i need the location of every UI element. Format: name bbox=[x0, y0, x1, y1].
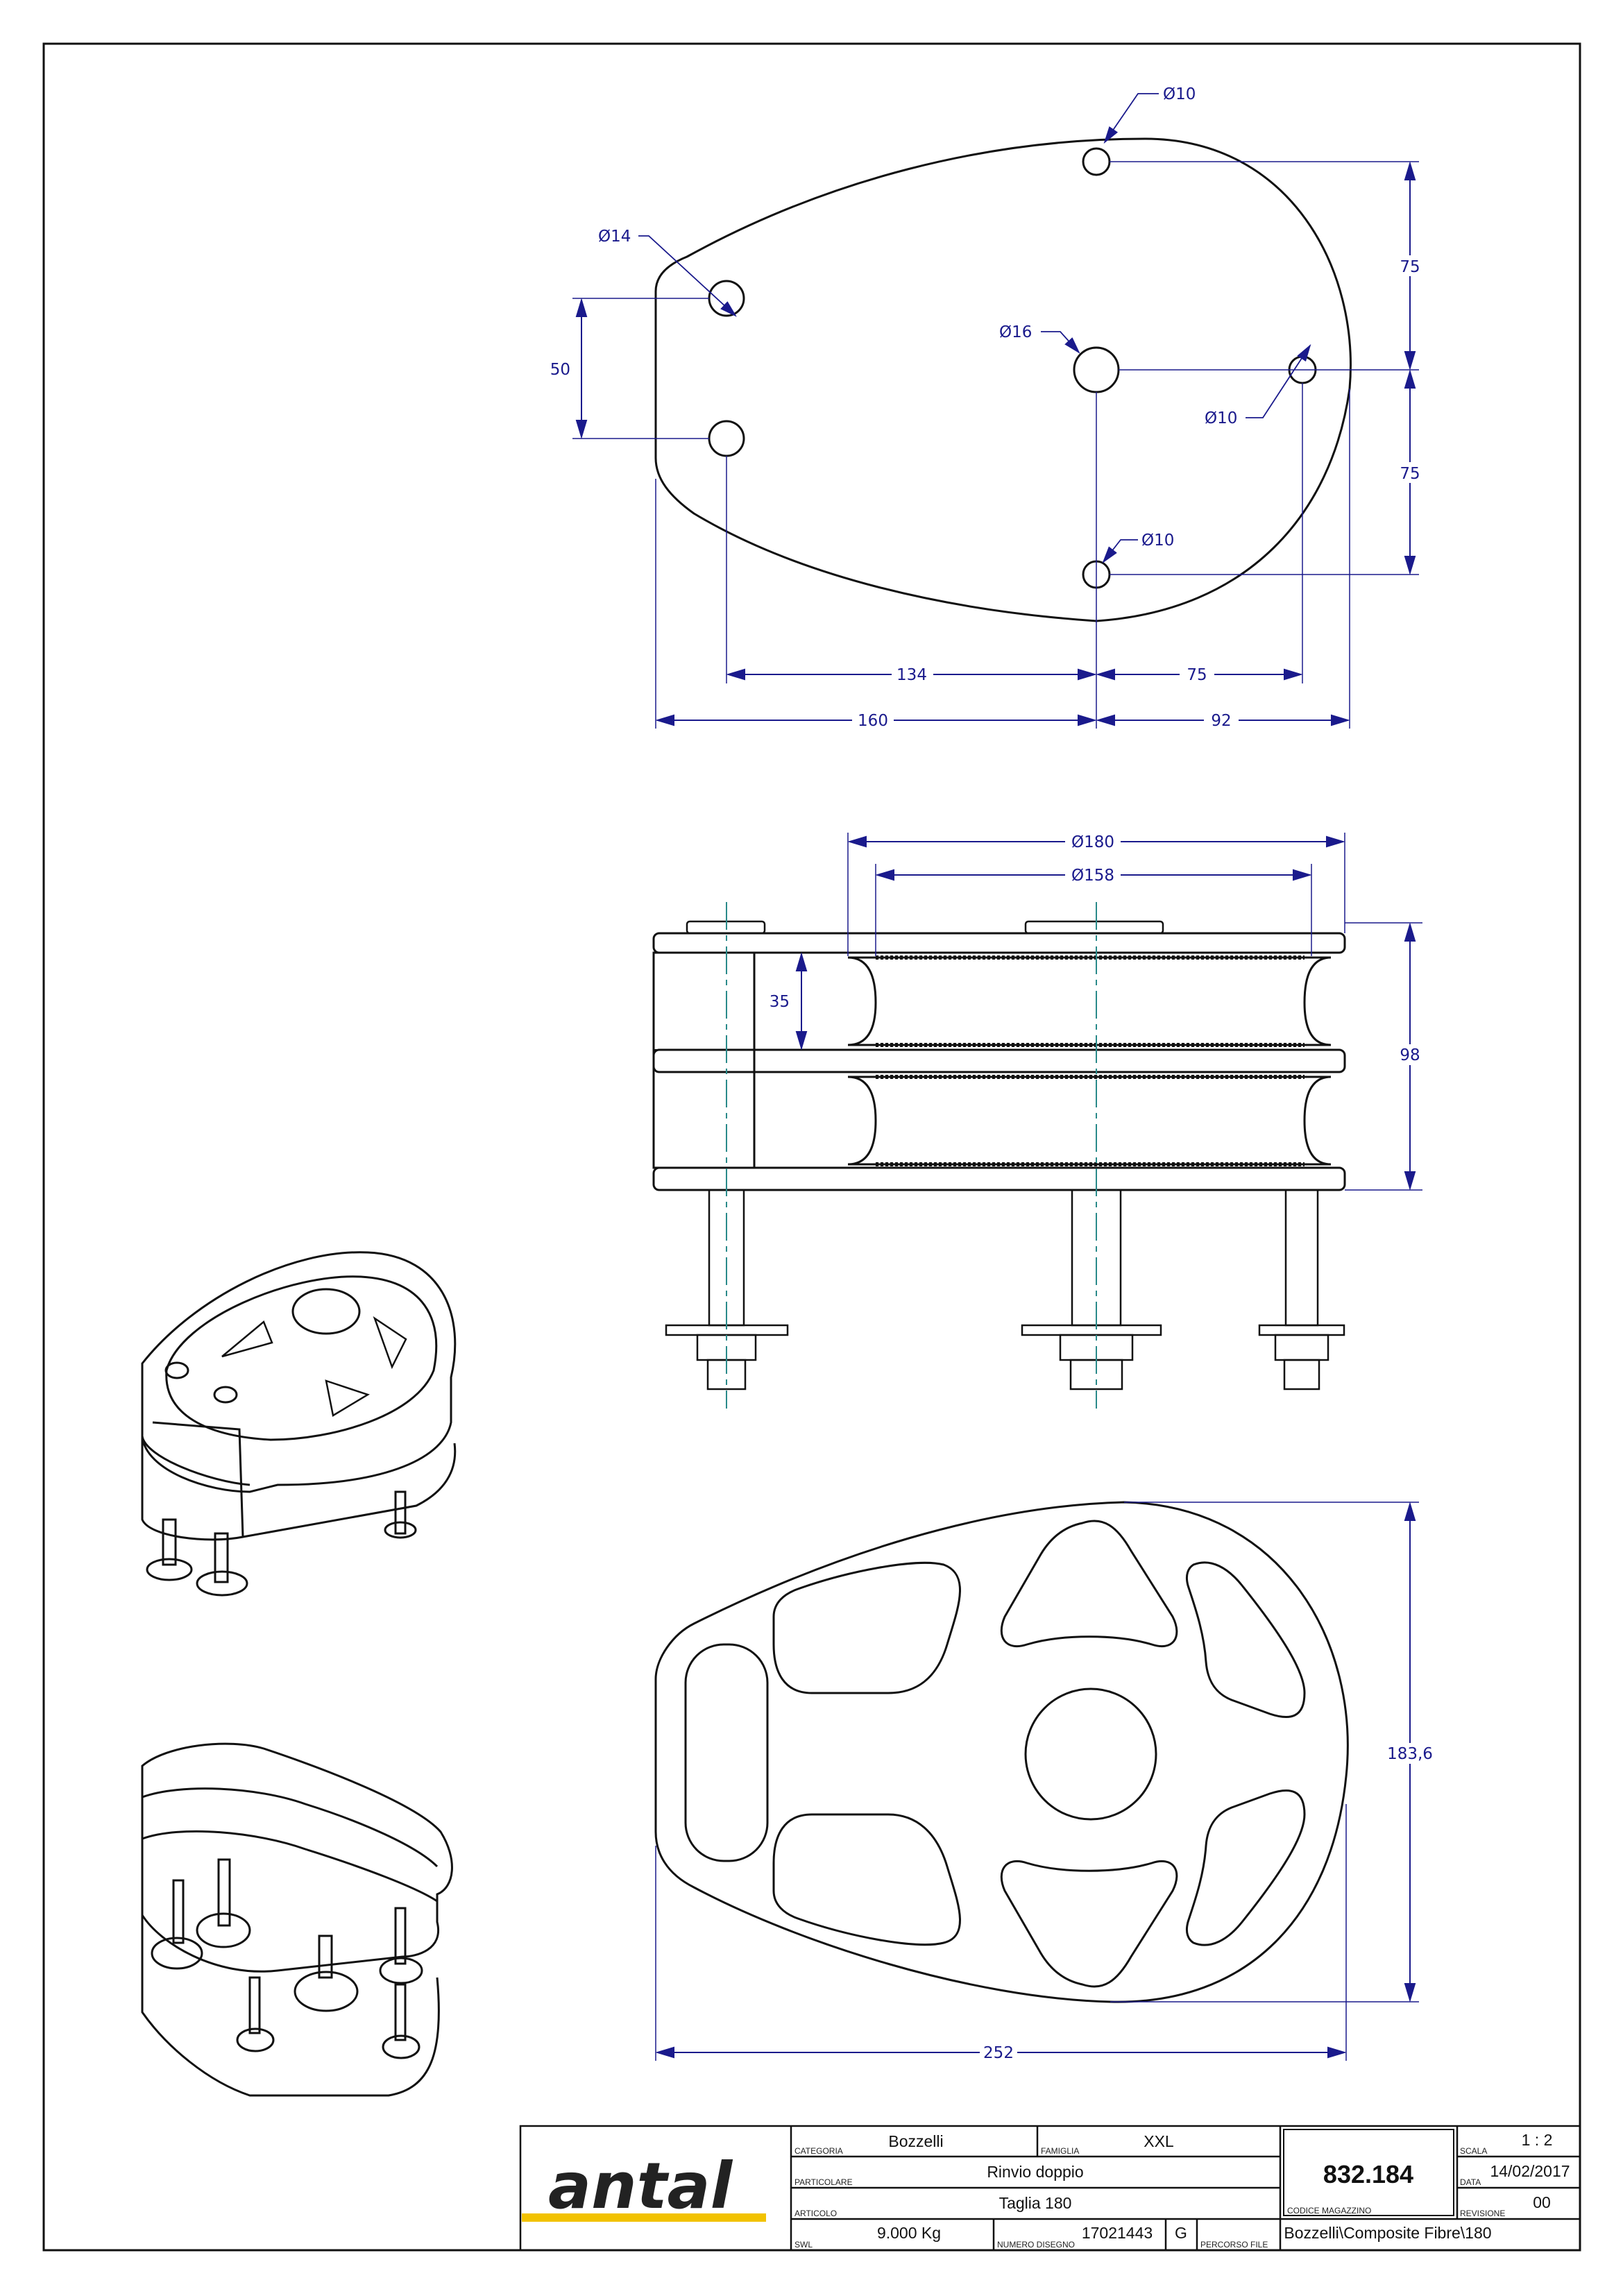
hole-lower-left bbox=[708, 420, 745, 457]
svg-text:75: 75 bbox=[1400, 465, 1420, 483]
plate-outline bbox=[654, 1501, 1349, 2003]
upper-sheave bbox=[847, 956, 1332, 1046]
label-codice: CODICE MAGAZZINO bbox=[1287, 2206, 1371, 2216]
top-view: Ø10 Ø14 Ø16 Ø10 Ø10 50 75 75 75 75 134 7… bbox=[550, 85, 1422, 730]
value-particolare: Rinvio doppio bbox=[987, 2163, 1083, 2181]
side-left-spacer bbox=[652, 951, 756, 1169]
side-bottom-plate bbox=[652, 1166, 1346, 1191]
plate-cutout-top-left bbox=[772, 1561, 961, 1694]
title-block bbox=[519, 2125, 1581, 2252]
plate-view: 183,6 252 bbox=[654, 1501, 1434, 2063]
label-numero-disegno: NUMERO DISEGNO bbox=[997, 2240, 1075, 2250]
value-numero-disegno: 17021443 bbox=[1082, 2224, 1153, 2242]
dim-92: 92 bbox=[1211, 712, 1231, 730]
value-percorso: Bozzelli\Composite Fibre\180 bbox=[1284, 2224, 1491, 2242]
isometric-view-bottom bbox=[141, 1742, 453, 2097]
label-hole-top: Ø10 bbox=[1163, 85, 1196, 103]
dim-d180: Ø180 bbox=[1071, 833, 1114, 851]
side-middle-plate bbox=[652, 1048, 1346, 1073]
dim-183-6: 183,6 bbox=[1387, 1745, 1433, 1763]
label-hole-right: Ø10 bbox=[1205, 409, 1237, 427]
hole-d16 bbox=[1073, 346, 1120, 393]
antal-logo: antal bbox=[548, 2149, 733, 2223]
plate-center-hole bbox=[1024, 1687, 1157, 1821]
label-scala: SCALA bbox=[1460, 2146, 1487, 2156]
bolt-right-shank bbox=[1284, 1189, 1319, 1327]
dim-134: 134 bbox=[897, 666, 927, 684]
plate-cutout-top-right bbox=[1185, 1561, 1306, 1719]
plate-cutout-bottom-right bbox=[1185, 1789, 1306, 1946]
side-top-plate bbox=[652, 932, 1346, 954]
plate-slot-left bbox=[684, 1643, 769, 1862]
dim-50: 50 bbox=[550, 361, 570, 379]
label-categoria: CATEGORIA bbox=[794, 2146, 843, 2156]
label-revisione: REVISIONE bbox=[1460, 2209, 1505, 2218]
dim-160: 160 bbox=[858, 712, 888, 730]
dim-d158: Ø158 bbox=[1071, 867, 1114, 885]
label-famiglia: FAMIGLIA bbox=[1041, 2146, 1079, 2156]
dim-75-bottom: 75 bbox=[1187, 666, 1207, 684]
value-swl: 9.000 Kg bbox=[877, 2224, 941, 2242]
plate-cutout-bottom-left bbox=[772, 1813, 961, 1946]
value-codice: 832.184 bbox=[1323, 2160, 1413, 2188]
label-hole-d16: Ø16 bbox=[999, 323, 1032, 341]
label-hole-d14: Ø14 bbox=[598, 228, 631, 246]
side-view: Ø180 Ø158 35 98 bbox=[652, 831, 1425, 1409]
value-categoria: Bozzelli bbox=[888, 2132, 943, 2150]
plate-cutout-bottom bbox=[1000, 1860, 1178, 1988]
value-scala: 1 : 2 bbox=[1522, 2131, 1553, 2149]
value-data: 14/02/2017 bbox=[1490, 2162, 1570, 2180]
label-percorso: PERCORSO FILE bbox=[1200, 2240, 1268, 2250]
svg-text:75: 75 bbox=[1400, 258, 1420, 276]
dim-98: 98 bbox=[1400, 1046, 1420, 1064]
plate-cutout-top bbox=[1000, 1520, 1178, 1648]
value-articolo: Taglia 180 bbox=[999, 2194, 1072, 2212]
value-revisione: 00 bbox=[1533, 2193, 1551, 2211]
hole-d14 bbox=[708, 280, 745, 317]
hole-top bbox=[1082, 147, 1111, 176]
value-formato: G bbox=[1175, 2224, 1187, 2242]
label-hole-bottom: Ø10 bbox=[1141, 532, 1174, 550]
lower-sheave bbox=[847, 1075, 1332, 1166]
dim-252: 252 bbox=[983, 2044, 1014, 2062]
label-articolo: ARTICOLO bbox=[794, 2209, 837, 2218]
label-particolare: PARTICOLARE bbox=[794, 2177, 853, 2187]
value-famiglia: XXL bbox=[1144, 2132, 1174, 2150]
label-data: DATA bbox=[1460, 2177, 1481, 2187]
isometric-view-top bbox=[141, 1251, 457, 1597]
top-view-outline bbox=[654, 137, 1352, 622]
logo-bar bbox=[522, 2213, 766, 2222]
label-swl: SWL bbox=[794, 2240, 813, 2250]
dim-35: 35 bbox=[770, 993, 790, 1011]
